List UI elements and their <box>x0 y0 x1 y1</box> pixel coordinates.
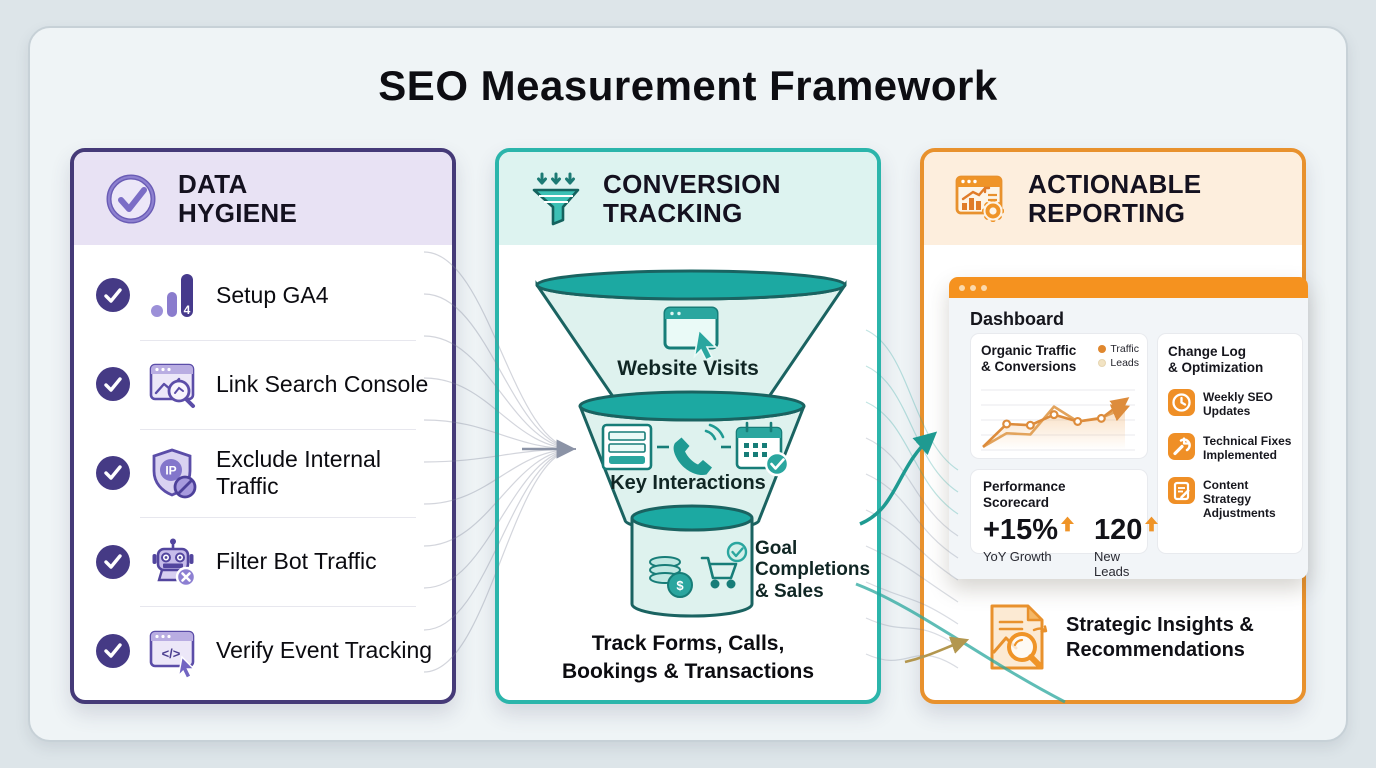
conversion-tracking-title: CONVERSION TRACKING <box>603 169 781 228</box>
funnel-icon <box>532 172 580 225</box>
robot-icon <box>152 538 197 587</box>
organic-traffic-card-title: Organic Traffic & Conversions <box>981 343 1077 374</box>
checklist-label: Setup GA4 <box>216 281 329 308</box>
coins-icon: $ <box>649 556 693 598</box>
window-dot <box>970 284 976 291</box>
dashboard-titlebar <box>949 277 1308 298</box>
change-log-label: Technical Fixes Implemented <box>1203 433 1292 463</box>
legend-dot-traffic <box>1098 345 1107 353</box>
window-dot <box>981 284 987 291</box>
checklist-label: Exclude Internal Traffic <box>216 445 381 499</box>
change-log-label: Weekly SEO Updates <box>1203 390 1273 419</box>
checklist-item-verify-events: </> Verify Event Tracking <box>74 606 452 695</box>
data-hygiene-header: DATA HYGIENE <box>74 152 452 245</box>
event-code-icon: </> <box>149 630 196 678</box>
gear-icon <box>982 199 1004 222</box>
checklist-item-exclude-internal: IP Exclude Internal Traffic <box>74 428 452 518</box>
actionable-reporting-panel: ACTIONABLE REPORTING Dashboard Organic T… <box>920 148 1308 704</box>
strategic-insights: Strategic Insights & Recommendations <box>982 600 1302 676</box>
phone-icon <box>673 423 725 476</box>
up-arrow-icon <box>1060 516 1074 532</box>
dashboard-title: Dashboard <box>970 309 1065 329</box>
up-arrow-icon <box>1145 516 1159 532</box>
conversion-tracking-header: CONVERSION TRACKING <box>499 152 877 245</box>
hygiene-checklist: 4 Setup GA4 Link Search Console <box>74 245 452 703</box>
data-hygiene-title: DATA HYGIENE <box>178 169 298 228</box>
clock-icon <box>1168 389 1195 417</box>
strategic-insights-label: Strategic Insights & Recommendations <box>1066 614 1254 661</box>
actionable-reporting-title: ACTIONABLE REPORTING <box>1028 169 1202 228</box>
change-log-label: Content Strategy Adjustments <box>1203 477 1276 521</box>
svg-text:IP: IP <box>165 463 176 477</box>
legend-label-traffic: Traffic <box>1110 343 1139 355</box>
page-title: SEO Measurement Framework <box>378 62 998 109</box>
conversion-funnel: $ <box>535 269 847 618</box>
change-log-card: Change Log & Optimization Weekly SEO Upd… <box>1157 333 1303 554</box>
check-bullet-icon <box>96 633 130 668</box>
checklist-label: Link Search Console <box>216 370 429 397</box>
conversion-tracking-panel: CONVERSION TRACKING <box>495 148 881 704</box>
checklist-label: Filter Bot Traffic <box>216 548 377 575</box>
checklist-label: Verify Event Tracking <box>216 637 433 664</box>
website-visit-icon <box>663 306 719 362</box>
ga4-icon: 4 <box>151 274 193 318</box>
cart-icon <box>700 556 738 589</box>
form-icon <box>601 423 653 471</box>
search-console-icon <box>149 363 195 409</box>
svg-text:$: $ <box>676 578 684 593</box>
svg-text:4: 4 <box>184 303 191 317</box>
window-dot <box>959 284 965 291</box>
check-bullet-icon <box>96 367 130 402</box>
metric-yoy-growth: +15% YoY Growth <box>983 516 1074 579</box>
change-log-card-title: Change Log & Optimization <box>1168 344 1264 375</box>
change-log-item-fixes: Technical Fixes Implemented <box>1168 432 1292 463</box>
checklist-item-filter-bots: Filter Bot Traffic <box>74 517 452 606</box>
calendar-icon <box>735 421 790 477</box>
legend-label-leads: Leads <box>1110 357 1139 369</box>
checklist-item-setup-ga4: 4 Setup GA4 <box>74 251 452 340</box>
stage-label-goal-completions: Goal Completions & Sales <box>755 538 871 602</box>
svg-text:</>: </> <box>162 646 181 661</box>
data-hygiene-panel: DATA HYGIENE 4 Setup GA4 <box>70 148 456 704</box>
dashboard-window: Dashboard Organic Traffic & Conversions … <box>949 277 1308 579</box>
change-log-item-weekly: Weekly SEO Updates <box>1168 389 1292 419</box>
check-bullet-icon <box>96 278 130 313</box>
change-log-item-content: Content Strategy Adjustments <box>1168 476 1292 521</box>
legend-dot-leads <box>1098 359 1107 367</box>
stage-label-website-visits: Website Visits <box>617 357 759 380</box>
insights-document-icon <box>990 604 1048 670</box>
report-gear-icon <box>955 175 1004 222</box>
performance-scorecard: Performance Scorecard +15% YoY Growth 12… <box>970 469 1159 579</box>
organic-traffic-card: Organic Traffic & Conversions Traffic Le… <box>970 333 1148 459</box>
ip-shield-icon: IP <box>152 448 197 499</box>
check-circle-icon <box>106 174 156 223</box>
traffic-conversions-chart <box>981 389 1135 451</box>
chart-legend: Traffic Leads <box>1098 343 1139 371</box>
metric-new-leads: 120 New Leads <box>1094 516 1159 579</box>
notes-icon <box>1168 476 1195 504</box>
stage-label-key-interactions: Key Interactions <box>610 472 766 494</box>
scorecard-title: Performance Scorecard <box>983 479 1066 510</box>
check-bullet-icon <box>96 544 130 579</box>
funnel-caption: Track Forms, Calls, Bookings & Transacti… <box>561 632 815 684</box>
actionable-reporting-header: ACTIONABLE REPORTING <box>924 152 1302 245</box>
checklist-item-search-console: Link Search Console <box>74 339 452 429</box>
wrench-icon <box>1168 432 1195 460</box>
check-bullet-icon <box>96 455 130 490</box>
